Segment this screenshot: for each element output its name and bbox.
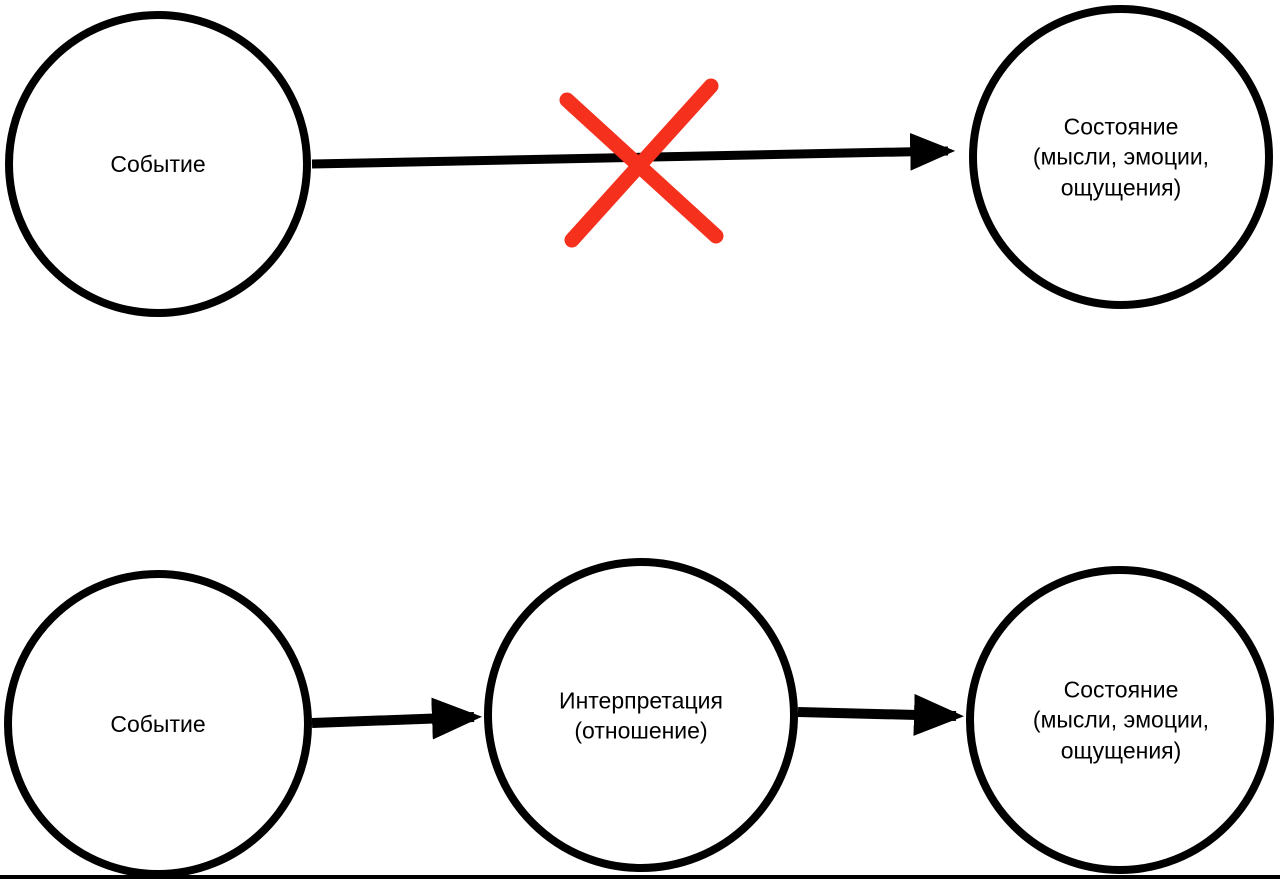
arrow-bottom-left <box>311 697 482 740</box>
event-node-bottom <box>4 570 312 878</box>
bottom-edge-line <box>0 875 1280 879</box>
event-node-top <box>5 11 311 317</box>
interpretation-node <box>484 558 798 872</box>
state-node-bottom <box>966 566 1274 874</box>
arrow-bottom-right <box>797 693 964 736</box>
cross-out-icon <box>564 78 719 248</box>
state-node-top <box>969 5 1273 309</box>
